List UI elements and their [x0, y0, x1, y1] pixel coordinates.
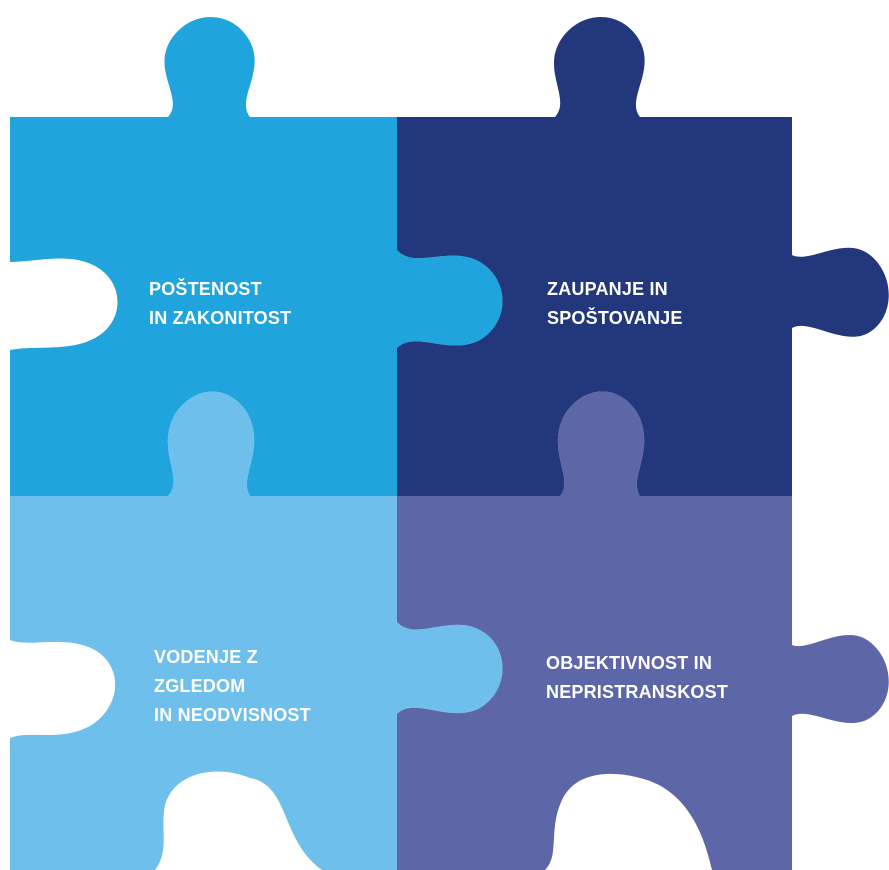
puzzle-piece-top-left — [10, 17, 503, 496]
puzzle-piece-bottom-right — [397, 391, 889, 870]
puzzle-piece-bottom-left — [10, 391, 503, 870]
piece-label-line: OBJEKTIVNOST IN — [546, 653, 713, 673]
piece-label-line: ZGLEDOM — [154, 676, 246, 696]
piece-label-bottom-right: OBJEKTIVNOST IN NEPRISTRANSKOST — [546, 649, 728, 707]
piece-label-top-left: POŠTENOST IN ZAKONITOST — [149, 275, 291, 333]
piece-label-line: VODENJE Z — [154, 647, 258, 667]
piece-label-line: IN ZAKONITOST — [149, 308, 292, 328]
puzzle-piece-top-right — [397, 17, 889, 496]
piece-label-line: SPOŠTOVANJE — [547, 308, 683, 328]
piece-label-bottom-left: VODENJE Z ZGLEDOM IN NEODVISNOST — [154, 643, 311, 730]
piece-label-line: POŠTENOST — [149, 279, 262, 299]
piece-label-top-right: ZAUPANJE IN SPOŠTOVANJE — [547, 275, 683, 333]
piece-label-line: NEPRISTRANSKOST — [546, 682, 729, 702]
piece-label-line: ZAUPANJE IN — [547, 279, 668, 299]
piece-label-line: IN NEODVISNOST — [154, 705, 311, 725]
